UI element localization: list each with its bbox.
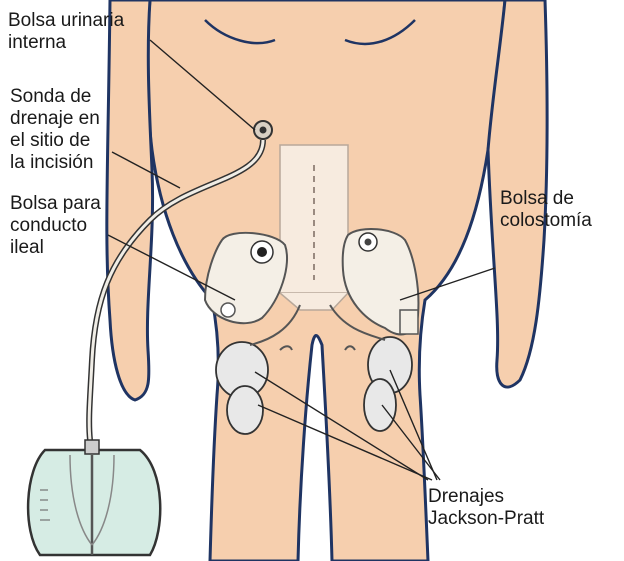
label-line: ileal [10,237,101,259]
urine-drainage-bag [28,440,160,555]
label-line: colostomía [500,210,592,232]
label-line: Bolsa de [500,188,592,210]
label-internal-urinary-pouch: Bolsa urinaria interna [8,10,124,54]
label-drainage-tube: Sonda de drenaje en el sitio de la incis… [10,86,100,174]
label-line: drenaje en [10,108,100,130]
label-line: Jackson-Pratt [428,508,544,530]
label-ileal-conduit-bag: Bolsa para conducto ileal [10,193,101,259]
label-line: el sitio de [10,130,100,152]
label-line: Bolsa urinaria [8,10,124,32]
label-line: Bolsa para [10,193,101,215]
label-line: interna [8,32,124,54]
label-jp-drains: Drenajes Jackson-Pratt [428,486,544,530]
label-line: conducto [10,215,101,237]
jp-drain-bulbs [216,337,412,434]
label-line: la incisión [10,152,100,174]
label-line: Sonda de [10,86,100,108]
left-arm [107,0,153,400]
label-line: Drenajes [428,486,544,508]
label-colostomy-bag: Bolsa de colostomía [500,188,592,232]
